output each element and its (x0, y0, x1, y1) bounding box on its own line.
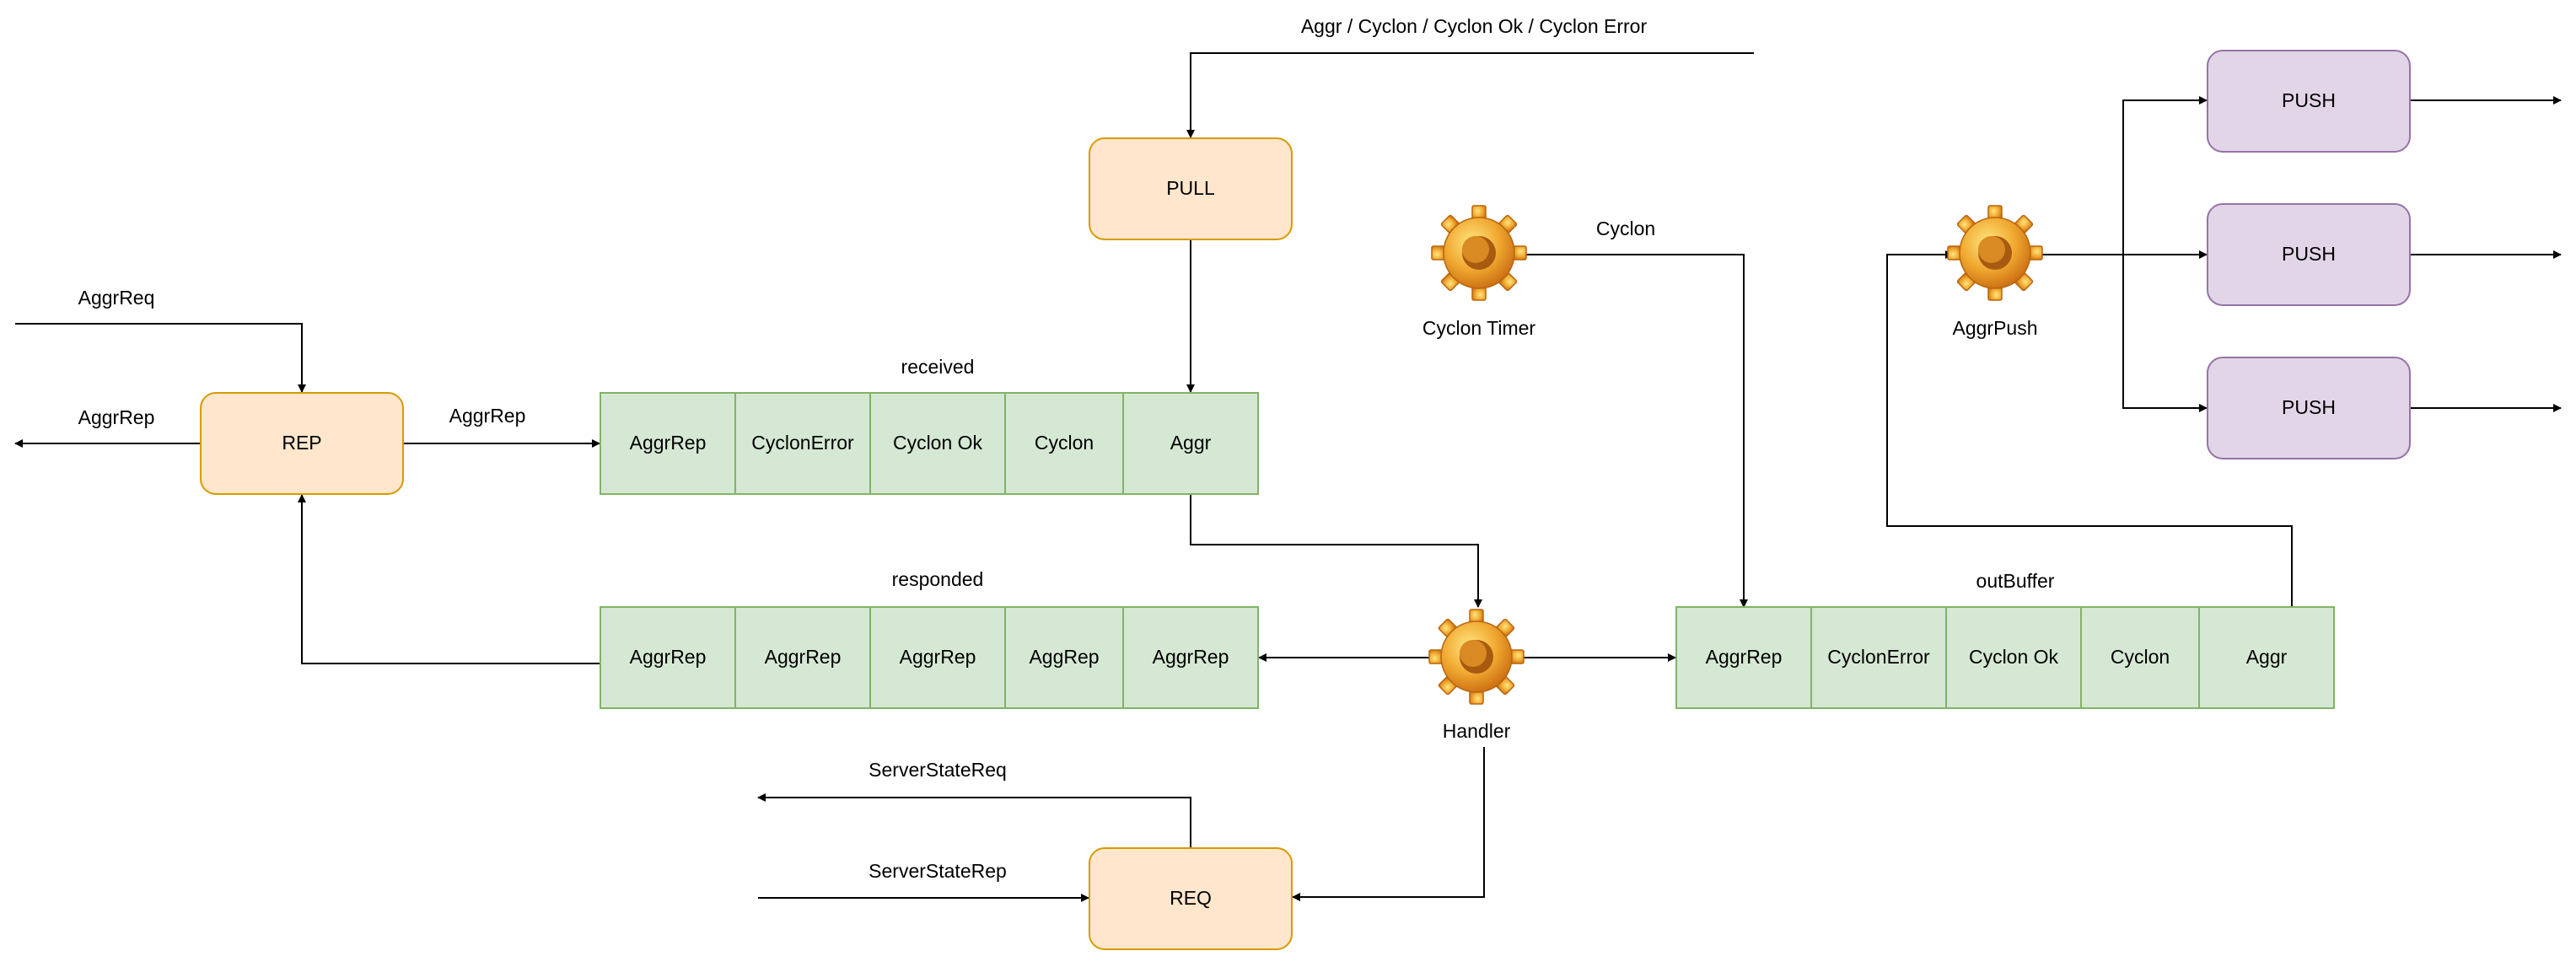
queue-cell: Cyclon (1004, 392, 1124, 495)
queue-cell-label: Cyclon Ok (1969, 646, 2059, 668)
queue-cell: CyclonError (1810, 606, 1947, 709)
queue-cell-label: Cyclon (2111, 646, 2170, 668)
node-req: REQ (1089, 847, 1293, 950)
gear-aggr-push: AggrPush (1947, 205, 2043, 339)
node-push-1: PUSH (2207, 50, 2411, 153)
node-pull: PULL (1089, 137, 1293, 240)
queue-cell-label: CyclonError (1827, 646, 1930, 668)
edge-pull-in (1186, 52, 1754, 138)
node-push-3-label: PUSH (2282, 396, 2336, 418)
queue-cell-label: AggrRep (900, 646, 976, 668)
queue-cell: AggrRep (1675, 606, 1812, 709)
queue-cell: AggRep (1004, 606, 1124, 709)
node-push-1-label: PUSH (2282, 89, 2336, 111)
queue-cell-label: AggrRep (1706, 646, 1783, 668)
queue-cell-label: AggrRep (630, 432, 707, 454)
edge-labels: Aggr / Cyclon / Cyclon Ok / Cyclon Error… (78, 15, 1656, 882)
queue-cell: Aggr (2198, 606, 2335, 709)
edge-cyclon-timer-to-outbuffer (1524, 254, 1748, 608)
node-rep: REP (200, 392, 404, 495)
queue-cell-label: Aggr (1170, 432, 1212, 454)
queue-responded: AggrRep AggrRep AggrRep AggRep AggrRep (600, 606, 1259, 709)
cyclon-timer-gear-icon (1431, 205, 1527, 301)
node-push-3: PUSH (2207, 357, 2411, 459)
queue-cell-label: AggRep (1029, 646, 1099, 668)
edges (14, 52, 2562, 902)
label-aggrreq: AggrReq (78, 287, 155, 309)
queue-cell: AggrRep (600, 392, 736, 495)
queue-cell: AggrRep (1122, 606, 1259, 709)
queue-cell-label: AggrRep (630, 646, 707, 668)
node-push-2-label: PUSH (2282, 243, 2336, 265)
label-serverstaterep: ServerStateRep (869, 860, 1007, 882)
queue-cell: Cyclon (2080, 606, 2200, 709)
queue-cell: AggrRep (600, 606, 736, 709)
edge-received-to-handler (1190, 495, 1482, 608)
queue-cell-label: Cyclon (1035, 432, 1094, 454)
queue-cell-label: AggrRep (1153, 646, 1229, 668)
edge-handler-to-req (1292, 747, 1485, 901)
node-req-label: REQ (1170, 887, 1212, 909)
edge-responded-to-rep (298, 494, 600, 664)
gear-handler: Handler (1428, 609, 1525, 742)
queue-cell-label: Aggr (2246, 646, 2288, 668)
queue-cell-label: AggrRep (765, 646, 842, 668)
edge-req-serverstatereq-out (757, 793, 1191, 847)
node-pull-label: PULL (1166, 177, 1215, 199)
handler-gear-icon (1428, 609, 1525, 705)
queue-outbuffer: AggrRep CyclonError Cyclon Ok Cyclon Agg… (1675, 606, 2335, 709)
edge-aggrreq-to-rep (15, 323, 306, 393)
queue-responded-title: responded (892, 568, 984, 590)
label-pull-in: Aggr / Cyclon / Cyclon Ok / Cyclon Error (1301, 15, 1648, 37)
queue-cell: Cyclon Ok (1945, 606, 2082, 709)
label-aggrrep-received: AggrRep (449, 405, 526, 427)
queue-cell: CyclonError (734, 392, 871, 495)
queue-cell: AggrRep (869, 606, 1006, 709)
edge-outbuffer-to-aggrpush (1886, 250, 2293, 607)
queue-received-title: received (901, 356, 975, 378)
gear-cyclon-timer: Cyclon Timer (1422, 205, 1536, 339)
queue-cell: Cyclon Ok (869, 392, 1006, 495)
queue-cell-label: CyclonError (751, 432, 854, 454)
queue-received: AggrRep CyclonError Cyclon Ok Cyclon Agg… (600, 392, 1259, 495)
queue-cell: AggrRep (734, 606, 871, 709)
aggr-push-gear-icon (1947, 205, 2043, 301)
label-aggrrep-out: AggrRep (78, 406, 155, 428)
label-serverstatereq: ServerStateReq (869, 759, 1007, 781)
cyclon-timer-label: Cyclon Timer (1422, 317, 1536, 339)
queue-outbuffer-title: outBuffer (1976, 570, 2055, 592)
node-rep-label: REP (282, 432, 321, 454)
edge-aggrpush-to-push-1 (2041, 96, 2208, 255)
aggr-push-label: AggrPush (1952, 317, 2037, 339)
handler-label: Handler (1443, 720, 1511, 742)
node-push-2: PUSH (2207, 203, 2411, 306)
label-cyclon: Cyclon (1596, 218, 1655, 239)
queue-cell: Aggr (1122, 392, 1259, 495)
queue-cell-label: Cyclon Ok (893, 432, 983, 454)
edge-aggrpush-to-push-3 (2122, 255, 2208, 412)
